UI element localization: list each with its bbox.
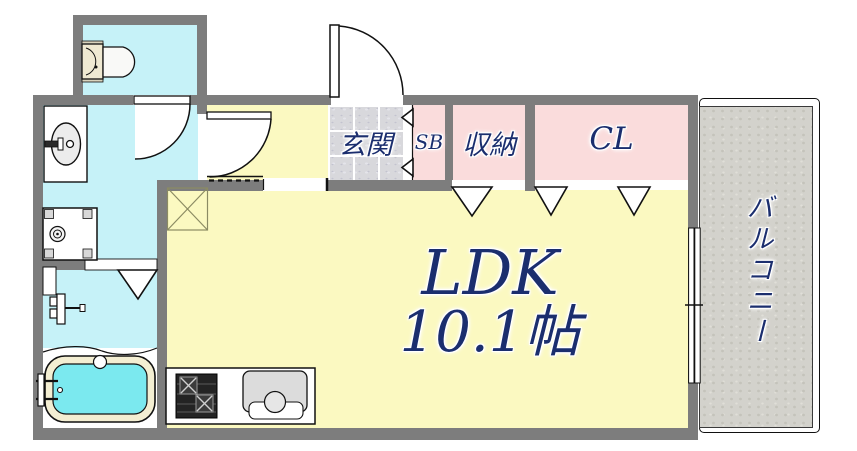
shoe-box-divider — [403, 105, 413, 180]
bathroom-counter — [42, 266, 57, 296]
bathroom-door-wall-stub — [43, 259, 85, 270]
ldk-label: LDK 10.1帖 — [300, 222, 680, 382]
refrigerator-space-icon — [166, 187, 209, 231]
bathtub-icon — [36, 354, 156, 423]
shoe-box-door-arrows-icon — [400, 105, 414, 180]
washroom-hall-wall-stub — [197, 105, 207, 114]
balcony-deck — [699, 106, 813, 428]
toilet-room-wall-right — [197, 15, 207, 97]
washing-machine-pan-icon — [42, 207, 98, 261]
storage-label: 収納 — [462, 129, 516, 161]
storage-opening — [452, 180, 525, 190]
shower-faucet-icon — [49, 293, 86, 325]
storage-closet-wall-stub — [525, 180, 535, 191]
balcony-label: バルコニー — [741, 192, 773, 348]
closet-label: CL — [589, 121, 634, 157]
sliding-window-icon — [685, 227, 703, 384]
ldk-west-wall — [157, 180, 167, 428]
hall-ldk-opening — [263, 178, 328, 191]
washbasin-icon — [43, 105, 88, 183]
closet-floor — [535, 105, 688, 180]
bathroom-folding-door-icon — [84, 258, 159, 301]
bath-apron-curve — [42, 346, 158, 355]
south-wall — [33, 428, 698, 440]
kitchen-sink-icon — [242, 370, 308, 420]
entrance-door-icon — [329, 24, 404, 98]
entrance-door-opening — [331, 95, 403, 105]
toilet-door-icon — [133, 95, 191, 160]
toilet-room-wall-left — [73, 15, 83, 97]
closet-opening — [535, 180, 688, 190]
shoe-box-label: SB — [414, 130, 444, 154]
west-wall — [33, 95, 43, 440]
closet-folding-doors-icon — [533, 186, 652, 217]
toilet-icon — [81, 40, 136, 83]
storage-floor — [453, 105, 525, 180]
ldk-name: LDK — [421, 235, 559, 309]
shoe-box-floor — [413, 105, 445, 180]
ldk-north-wall-genkan — [328, 180, 452, 191]
storage-closet-wall — [525, 105, 535, 180]
genkan-label: 玄関 — [338, 129, 393, 161]
toilet-room-walls — [73, 15, 207, 25]
washroom-door-icon — [206, 111, 272, 182]
genkan-tile-floor — [328, 105, 403, 180]
gas-stove-icon — [175, 373, 218, 419]
storage-folding-door-icon — [450, 186, 494, 218]
ldk-size: 10.1帖 — [399, 299, 581, 365]
ldk-north-wall-west — [157, 180, 263, 191]
shoebox-storage-wall — [445, 105, 453, 180]
